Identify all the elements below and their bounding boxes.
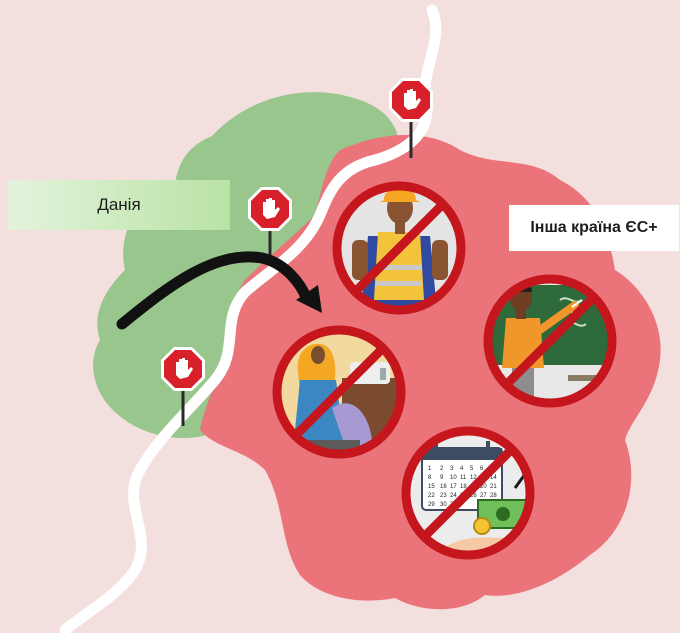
calendar-icon: 1 2 3 4 5 6 7 8 9 10 11 12 13 14 15 16 1… — [421, 441, 503, 511]
no-sewing-work-icon — [272, 325, 406, 459]
calendar-day: 29 — [428, 502, 435, 508]
no-construction-work-icon — [332, 181, 466, 315]
calendar-day: 1 — [428, 466, 432, 472]
hand-icon — [176, 358, 193, 379]
other-country-label: Інша країна ЄС+ — [509, 205, 679, 251]
stop-sign-icon — [161, 347, 205, 426]
arrow-icon — [116, 251, 322, 330]
denmark-label: Данія — [8, 180, 230, 230]
calendar-day: 18 — [460, 484, 467, 490]
hand-icon — [263, 198, 280, 219]
hand-icon — [404, 89, 421, 110]
calendar-day: 21 — [490, 484, 497, 490]
calendar-day: 20 — [480, 484, 487, 490]
calendar-day: 16 — [440, 484, 447, 490]
calendar-day: 22 — [428, 493, 435, 499]
calendar-day: 26 — [470, 493, 477, 499]
calendar-day: 2 — [440, 466, 444, 472]
calendar-day: 30 — [440, 502, 447, 508]
other-country-territory — [200, 135, 661, 610]
calendar-day: 3 — [450, 466, 454, 472]
calendar-day: 27 — [480, 493, 487, 499]
calendar-day: 9 — [440, 475, 444, 481]
stop-sign-icon — [389, 78, 433, 158]
no-teaching-work-icon — [483, 274, 617, 408]
calendar-day: 24 — [450, 493, 457, 499]
calendar-day: 12 — [470, 475, 477, 481]
calendar-day: 6 — [480, 466, 484, 472]
calendar-day: 11 — [460, 475, 467, 481]
calendar-day: 8 — [428, 475, 432, 481]
river — [59, 4, 442, 633]
calendar-day: 23 — [440, 493, 447, 499]
calendar-day: 28 — [490, 493, 497, 499]
calendar-day: 17 — [450, 484, 457, 490]
calendar-day: 4 — [460, 466, 464, 472]
calendar-day: 10 — [450, 475, 457, 481]
calendar-day: 15 — [428, 484, 435, 490]
calendar-day: 14 — [490, 475, 497, 481]
calendar-day: 5 — [470, 466, 474, 472]
